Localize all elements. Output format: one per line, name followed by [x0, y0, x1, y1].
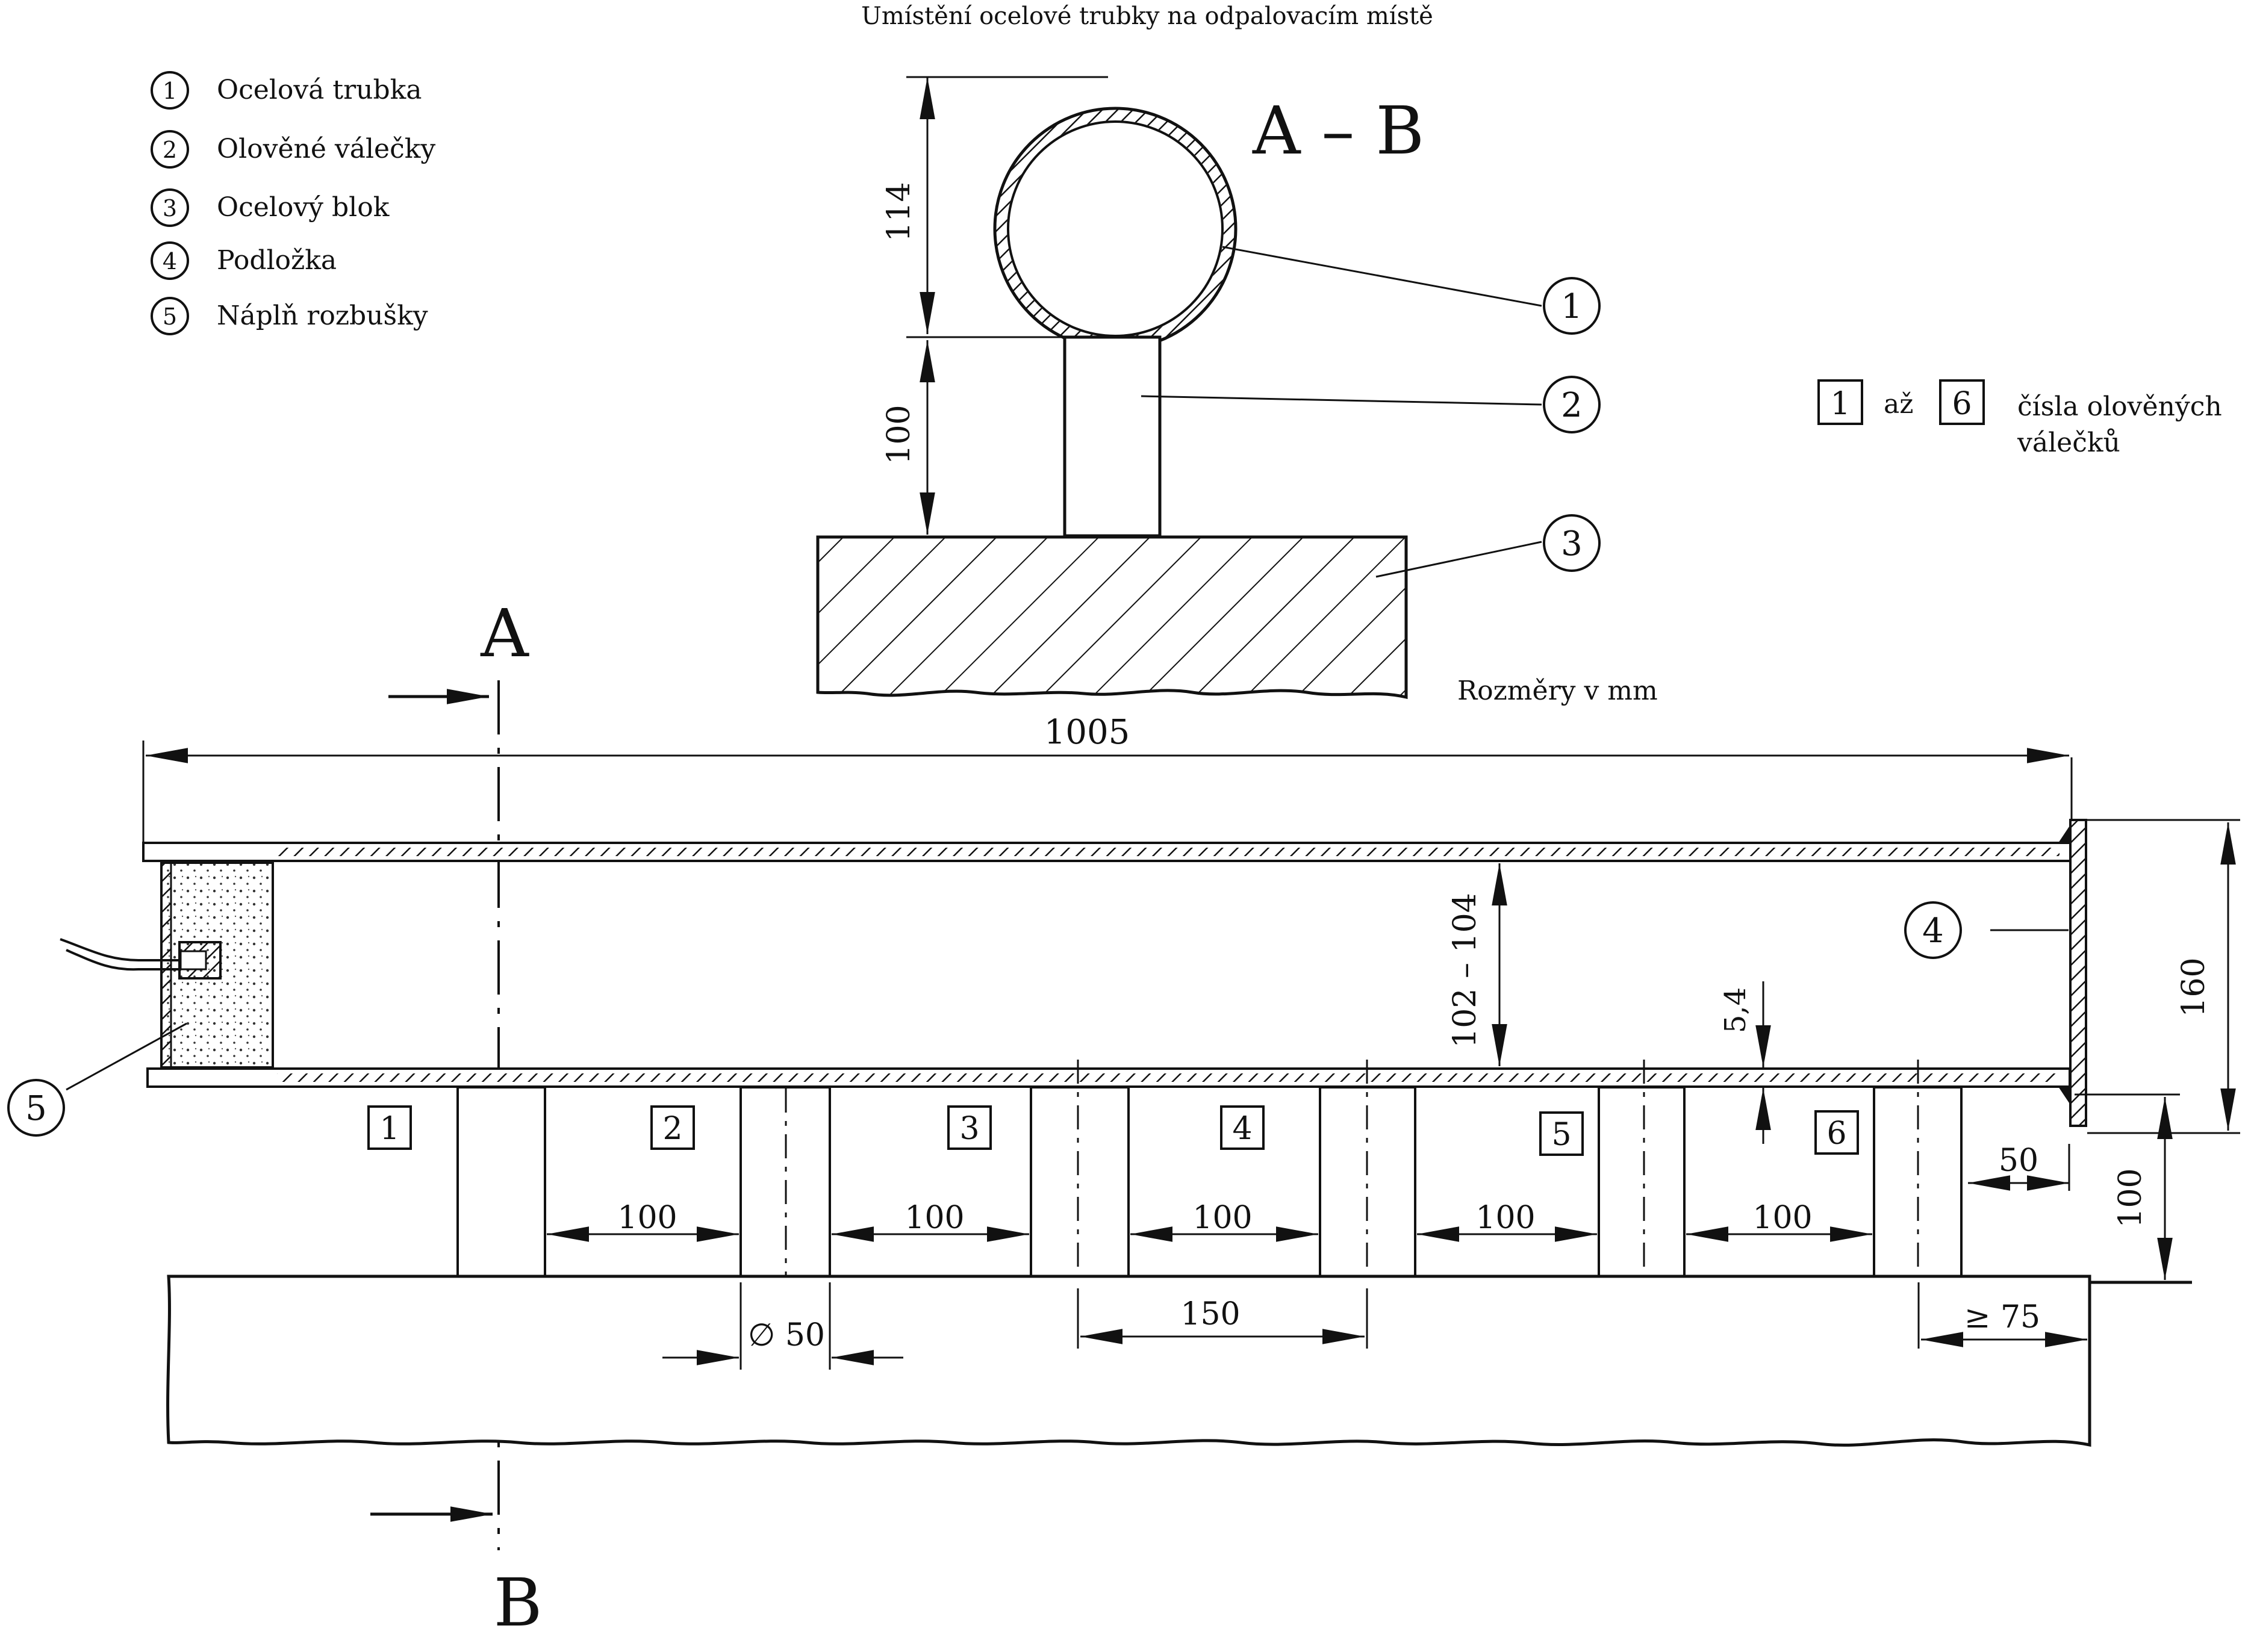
svg-text:až: až [1884, 389, 1913, 420]
cylinder-number: 1 [367, 1105, 412, 1150]
cylinder-number: 4 [1220, 1105, 1265, 1150]
legend-item: 5 Náplň rozbušky [151, 297, 428, 335]
callout-5: 5 [7, 1079, 65, 1137]
cylinder-key: 1 až 6 čísla olověných válečků [1817, 379, 2222, 458]
dim-plate-offset: 50 [1999, 1143, 2038, 1179]
dim-gap: 100 [1752, 1200, 1812, 1236]
lead-cylinder [1598, 1086, 1686, 1278]
legend-number-circle [151, 71, 189, 110]
svg-text:6: 6 [1826, 1116, 1846, 1152]
dim-gap: 100 [1475, 1200, 1535, 1236]
legend: 1 Ocelová trubka 2 Olověné válečky 3 Oce… [151, 71, 435, 335]
svg-text:6: 6 [1952, 386, 1972, 422]
steel-block [816, 535, 1408, 700]
svg-text:čísla olověných: čísla olověných [2017, 391, 2222, 422]
svg-text:válečků: válečků [2017, 427, 2120, 458]
callout-3: 3 [1543, 514, 1601, 572]
dim-gap: 100 [1192, 1200, 1252, 1236]
dim-cylinder-spacing: 150 [1180, 1296, 1240, 1332]
svg-text:3: 3 [1561, 524, 1583, 564]
legend-number: 5 [163, 303, 177, 330]
dim-end-clearance: ≥ 75 [1964, 1299, 2040, 1335]
cylinder-number: 2 [650, 1105, 695, 1150]
svg-text:1: 1 [1561, 287, 1583, 326]
legend-number-circle [151, 130, 189, 169]
legend-text: Olověné válečky [217, 134, 435, 164]
legend-number: 3 [163, 195, 177, 222]
tube-section-inner [1007, 120, 1224, 337]
dim-cylinder-height: 100 [2113, 1168, 2149, 1228]
legend-text: Ocelový blok [217, 192, 390, 223]
legend-item: 4 Podložka [151, 241, 337, 280]
dim-tube-length: 1005 [1044, 713, 1130, 752]
dim-section-tube-height: 114 [881, 182, 917, 241]
legend-text: Ocelová trubka [217, 75, 422, 105]
cut-label-a: A [480, 595, 529, 672]
dim-inner-diameter: 102 – 104 [1447, 893, 1483, 1048]
legend-number-circle [151, 297, 189, 335]
callout-2: 2 [1543, 376, 1601, 433]
units-note: Rozměry v mm [1457, 675, 1658, 706]
cut-label-b: B [494, 1564, 543, 1641]
svg-text:2: 2 [1561, 386, 1583, 425]
cylinder-number: 3 [947, 1105, 992, 1150]
legend-number-circle [151, 188, 189, 227]
svg-text:3: 3 [959, 1111, 979, 1147]
section-label: A – B [1252, 92, 1424, 169]
legend-item: 2 Olověné válečky [151, 130, 435, 169]
legend-number: 1 [163, 78, 177, 104]
svg-text:2: 2 [662, 1111, 682, 1147]
detonator-wire [60, 938, 181, 971]
legend-item: 3 Ocelový blok [151, 188, 390, 227]
dim-gap: 100 [617, 1200, 677, 1236]
base-block [166, 1275, 2091, 1447]
drawing-title: Umístění ocelové trubky na odpalovacím m… [861, 2, 1433, 30]
callout-4: 4 [1904, 901, 1962, 959]
dim-wall-thickness: 5,4 [1719, 987, 1752, 1033]
legend-number: 4 [163, 248, 177, 275]
cylinder-number: 6 [1814, 1110, 1859, 1155]
dim-plate-height: 160 [2176, 957, 2212, 1017]
legend-item: 1 Ocelová trubka [151, 71, 422, 110]
svg-text:4: 4 [1232, 1111, 1252, 1147]
legend-text: Podložka [217, 245, 337, 276]
lead-cylinder [1030, 1086, 1130, 1278]
dim-cylinder-diameter: ∅ 50 [748, 1317, 825, 1353]
legend-text: Náplň rozbušky [217, 300, 428, 331]
legend-number-circle [151, 241, 189, 280]
svg-text:1: 1 [379, 1111, 399, 1147]
lead-cylinder-section [1063, 335, 1162, 538]
svg-text:4: 4 [1922, 911, 1944, 951]
section-view: A – B 114 100 1 2 3 Rozměry [816, 76, 1658, 706]
legend-number: 2 [163, 137, 177, 163]
callout-1: 1 [1543, 277, 1601, 335]
svg-text:5: 5 [1551, 1117, 1571, 1153]
lead-cylinder [456, 1086, 546, 1278]
dim-gap: 100 [904, 1200, 964, 1236]
dim-section-cylinder-height: 100 [881, 405, 917, 464]
cylinder-number: 5 [1539, 1111, 1584, 1156]
elevation-view: A B 1005 4 5 [7, 595, 2240, 1641]
svg-text:5: 5 [25, 1089, 47, 1128]
svg-text:1: 1 [1830, 386, 1850, 422]
